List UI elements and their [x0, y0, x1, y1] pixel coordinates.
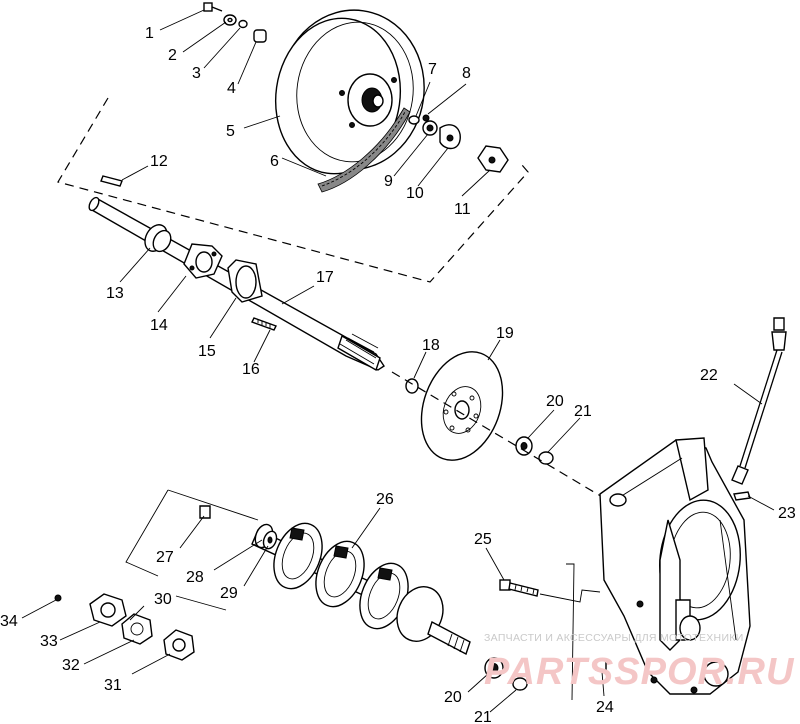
callout-23: 23	[778, 505, 796, 522]
callout-13: 13	[106, 285, 124, 302]
callout-34: 34	[0, 613, 18, 630]
callout-1: 1	[145, 25, 154, 42]
bearing-9[interactable]	[422, 120, 438, 136]
callout-18: 18	[422, 337, 440, 354]
drive-pulley[interactable]	[266, 1, 435, 182]
seal-29[interactable]	[261, 529, 279, 550]
callout-22: 22	[700, 367, 718, 384]
spacer-4[interactable]	[253, 29, 267, 43]
housing-14[interactable]	[183, 243, 223, 279]
callout-15: 15	[198, 343, 216, 360]
upper-assembly-boundary	[57, 97, 529, 283]
nut-8[interactable]	[422, 114, 430, 122]
callout-31: 31	[104, 677, 122, 694]
callout-21-upper: 21	[574, 403, 592, 420]
key-12[interactable]	[100, 175, 123, 187]
bearing-20-lower[interactable]	[484, 657, 504, 679]
case-to-shaft-leader	[539, 563, 601, 701]
callout-4: 4	[227, 80, 236, 97]
washer-2[interactable]	[223, 14, 237, 26]
washer-7[interactable]	[408, 115, 420, 125]
callout-10: 10	[406, 185, 424, 202]
callout-14: 14	[150, 317, 168, 334]
callout-32: 32	[62, 657, 80, 674]
nut-24[interactable]	[595, 659, 607, 671]
drive-chain[interactable]	[317, 107, 411, 193]
bolt-25[interactable]	[499, 579, 539, 597]
bolt-16[interactable]	[251, 317, 277, 331]
bearing-13[interactable]	[141, 221, 175, 255]
bolt-27[interactable]	[199, 505, 211, 519]
callout-9: 9	[384, 173, 393, 190]
brake-disc-19[interactable]	[407, 340, 517, 471]
callout-24: 24	[596, 699, 614, 716]
snap-ring-21-lower[interactable]	[512, 677, 528, 691]
callout-25: 25	[474, 531, 492, 548]
bolt-23[interactable]	[733, 491, 751, 501]
callout-28: 28	[186, 569, 204, 586]
callout-29: 29	[220, 585, 238, 602]
callout-27: 27	[156, 549, 174, 566]
watermark-caption: ЗАПЧАСТИ И АКСЕССУАРЫ ДЛЯ МОТОТЕХНИКИ	[484, 632, 744, 644]
track-driveshaft-26[interactable]	[251, 516, 471, 656]
callout-26: 26	[376, 491, 394, 508]
callout-12: 12	[150, 153, 168, 170]
callout-labels: 1 2 3 4 5 6 7 8 9 10 11 12 13 14 15 16 1…	[0, 25, 796, 724]
lockwasher-3[interactable]	[238, 19, 248, 29]
callout-16: 16	[242, 361, 260, 378]
callout-2: 2	[168, 47, 177, 64]
leader-lines	[21, 9, 775, 713]
gasket-32[interactable]	[121, 613, 153, 645]
speedo-cable-22[interactable]	[731, 317, 787, 485]
chaincase-housing[interactable]	[599, 437, 751, 695]
callout-19: 19	[496, 325, 514, 342]
callout-21-lower: 21	[474, 709, 492, 724]
callout-20-lower: 20	[444, 689, 462, 706]
bearing-flange-31[interactable]	[163, 629, 195, 661]
watermark-brand: PARTSSPOR.RU	[484, 651, 795, 693]
callout-20-upper: 20	[546, 393, 564, 410]
callout-30: 30	[154, 591, 172, 608]
callout-17: 17	[316, 269, 334, 286]
callout-33: 33	[40, 633, 58, 650]
watermark: ЗАПЧАСТИ И АКСЕССУАРЫ ДЛЯ МОТОТЕХНИКИ PA…	[484, 632, 795, 693]
bearing-flange-33[interactable]	[89, 593, 127, 627]
snap-ring-21-upper[interactable]	[538, 451, 554, 465]
flange-10[interactable]	[439, 124, 461, 150]
callout-7: 7	[428, 61, 437, 78]
nut-34[interactable]	[54, 594, 62, 602]
callout-6: 6	[270, 153, 279, 170]
bearing-20-upper[interactable]	[515, 436, 533, 456]
callout-3: 3	[192, 65, 201, 82]
collar-15[interactable]	[227, 259, 263, 303]
shaft-axis-line	[391, 371, 605, 499]
callout-11: 11	[454, 201, 471, 218]
callout-8: 8	[462, 65, 471, 82]
bolt-1[interactable]	[203, 2, 223, 12]
plate-11[interactable]	[477, 145, 509, 173]
callout-5: 5	[226, 123, 235, 140]
lower-left-boundary	[125, 489, 259, 611]
